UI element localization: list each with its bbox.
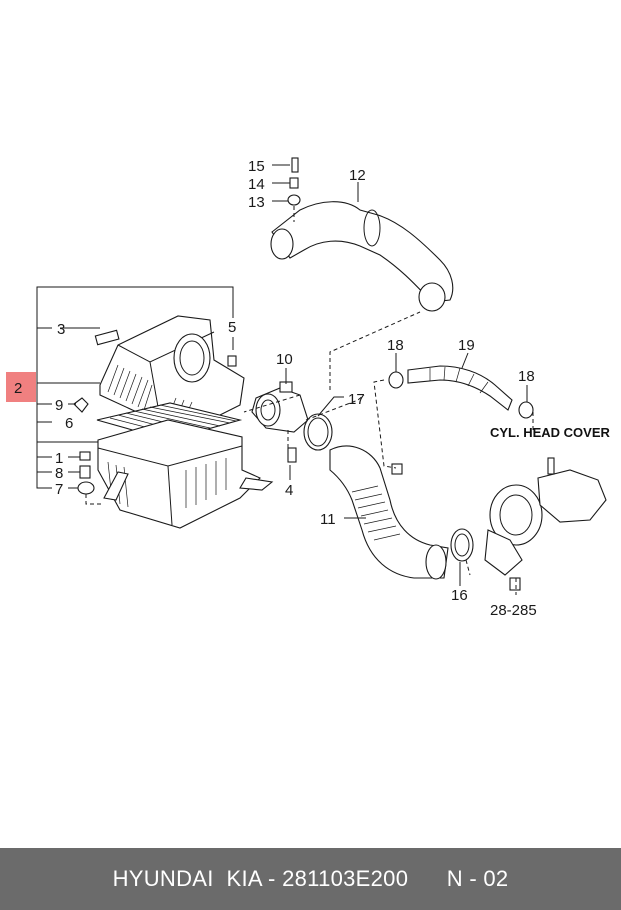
callout-17: 17 [348, 391, 365, 408]
cyl-head-cover-label: CYL. HEAD COVER [490, 425, 611, 440]
connection-lines [243, 311, 534, 595]
turbocharger [484, 457, 607, 591]
callout-labels: 1 2 3 4 5 6 7 8 9 10 11 12 13 14 15 16 1… [14, 158, 535, 604]
callout-6: 6 [65, 415, 73, 432]
callout-2: 2 [14, 380, 22, 397]
footer-text: HYUNDAI KIA - 281103E200 N - 02 [112, 866, 509, 891]
highlight-box-2 [6, 372, 36, 402]
air-cleaner-body [97, 419, 274, 529]
leader-lines [60, 182, 461, 586]
callout-16: 16 [451, 587, 468, 604]
air-flow-sensor [251, 381, 309, 463]
intake-hose-11 [329, 445, 449, 580]
callout-5: 5 [228, 319, 236, 336]
parts-diagram: 1 2 3 4 5 6 7 8 9 10 11 12 13 14 15 16 1… [6, 157, 611, 619]
fasteners-13-15 [272, 157, 301, 222]
callout-1: 1 [55, 450, 63, 467]
callout-18a: 18 [387, 337, 404, 354]
callout-14: 14 [248, 176, 265, 193]
callout-9: 9 [55, 397, 63, 414]
callout-12: 12 [349, 167, 366, 184]
callout-10: 10 [276, 351, 293, 368]
callout-13: 13 [248, 194, 265, 211]
breather-hose-19 [388, 352, 534, 419]
callout-4: 4 [285, 482, 293, 499]
small-parts-left [73, 329, 120, 505]
callout-3: 3 [57, 321, 65, 338]
callout-18b: 18 [518, 368, 535, 385]
air-duct-12 [270, 201, 454, 312]
callout-8: 8 [55, 465, 63, 482]
clamp-17 [303, 413, 333, 451]
ref-28-285-label: 28-285 [490, 602, 537, 619]
clamp-16 [450, 528, 474, 562]
callout-7: 7 [55, 481, 63, 498]
callout-19: 19 [458, 337, 475, 354]
footer-bar: HYUNDAI KIA - 281103E200 N - 02 [0, 848, 621, 910]
callout-15: 15 [248, 158, 265, 175]
callout-11: 11 [320, 511, 336, 528]
